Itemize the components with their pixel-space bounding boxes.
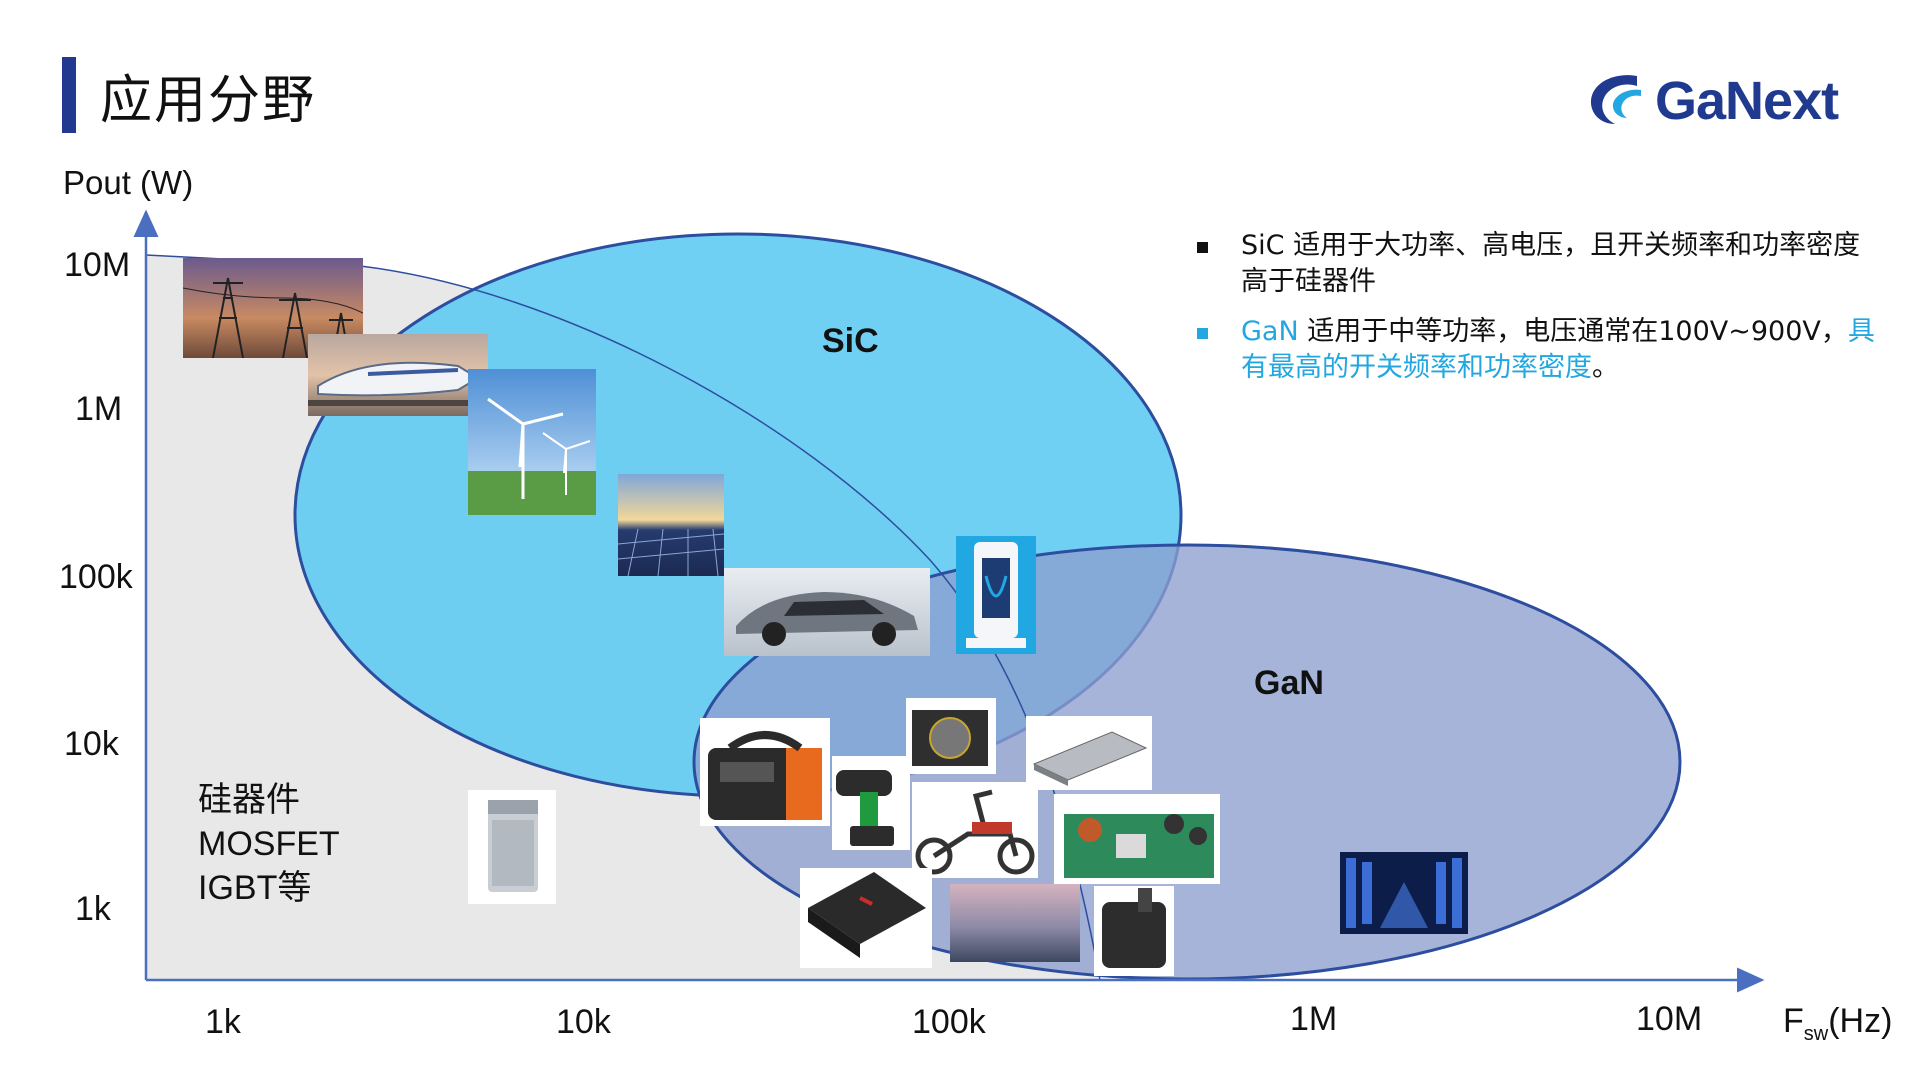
washing-machine-image — [468, 790, 556, 904]
ganext-logo: GaNext — [1585, 68, 1865, 131]
title-accent-bar — [62, 57, 76, 133]
note-sic-text: SiC 适用于大功率、高电压，且开关频率和功率密度高于硅器件 — [1241, 230, 1861, 297]
impact-drill-image — [832, 756, 910, 850]
x-tick-100k: 100k — [912, 1003, 986, 1041]
silicon-label-line-2: MOSFET — [198, 825, 340, 863]
notes-list: SiC 适用于大功率、高电压，且开关频率和功率密度高于硅器件 GaN 适用于中等… — [1195, 228, 1885, 400]
x-tick-1m: 1M — [1290, 1000, 1338, 1038]
y-tick-1m: 1M — [75, 390, 123, 428]
y-tick-1k: 1k — [75, 890, 111, 928]
logo-text: GaNext — [1655, 71, 1839, 131]
y-tick-10m: 10M — [64, 246, 131, 284]
solar-panels-image — [618, 474, 724, 576]
page-title: 应用分野 — [100, 71, 317, 131]
data-center-image — [1340, 852, 1468, 934]
tv-display-image — [950, 884, 1080, 962]
gaming-laptop-image — [800, 868, 932, 968]
note-gan-suffix: 。 — [1592, 352, 1619, 383]
ev-charger-image — [956, 536, 1036, 654]
silicon-device-label: 硅器件 MOSFET IGBT等 — [198, 778, 340, 910]
square-bullet-icon — [1197, 328, 1208, 339]
sic-label: SiC — [822, 322, 879, 360]
power-adapter-image — [1094, 886, 1174, 976]
x-axis-label: Fsw(Hz) — [1783, 1002, 1893, 1045]
x-tick-10k: 10k — [556, 1003, 611, 1041]
portable-power-station-image — [700, 718, 830, 826]
ganext-logo-icon — [1590, 75, 1641, 124]
y-axis-label: Pout (W) — [63, 164, 194, 201]
x-tick-10m: 10M — [1636, 1000, 1703, 1038]
note-gan-text: 适用于中等功率，电压通常在100V~900V， — [1298, 316, 1848, 347]
y-tick-10k: 10k — [64, 725, 119, 763]
note-sic: SiC 适用于大功率、高电压，且开关频率和功率密度高于硅器件 — [1195, 228, 1885, 300]
y-tick-100k: 100k — [59, 558, 133, 596]
note-gan-highlight: 具有最高的开关频率和功率密度 — [1241, 316, 1875, 383]
silicon-label-line-1: 硅器件 — [198, 781, 300, 819]
power-circuit-board-image — [1054, 794, 1220, 884]
pc-power-supply-image — [906, 698, 996, 774]
wind-turbines-image — [468, 369, 596, 515]
silicon-label-line-3: IGBT等 — [198, 869, 312, 907]
high-speed-train-image — [308, 334, 488, 416]
note-gan-keyword: GaN — [1241, 316, 1299, 347]
electric-car-image — [724, 568, 930, 656]
x-tick-1k: 1k — [205, 1003, 241, 1041]
note-gan: GaN 适用于中等功率，电压通常在100V~900V，具有最高的开关频率和功率密… — [1195, 314, 1885, 386]
gan-label: GaN — [1254, 664, 1324, 702]
server-power-supply-image — [1026, 716, 1152, 790]
square-bullet-icon — [1197, 242, 1208, 253]
electric-scooter-image — [912, 782, 1038, 878]
